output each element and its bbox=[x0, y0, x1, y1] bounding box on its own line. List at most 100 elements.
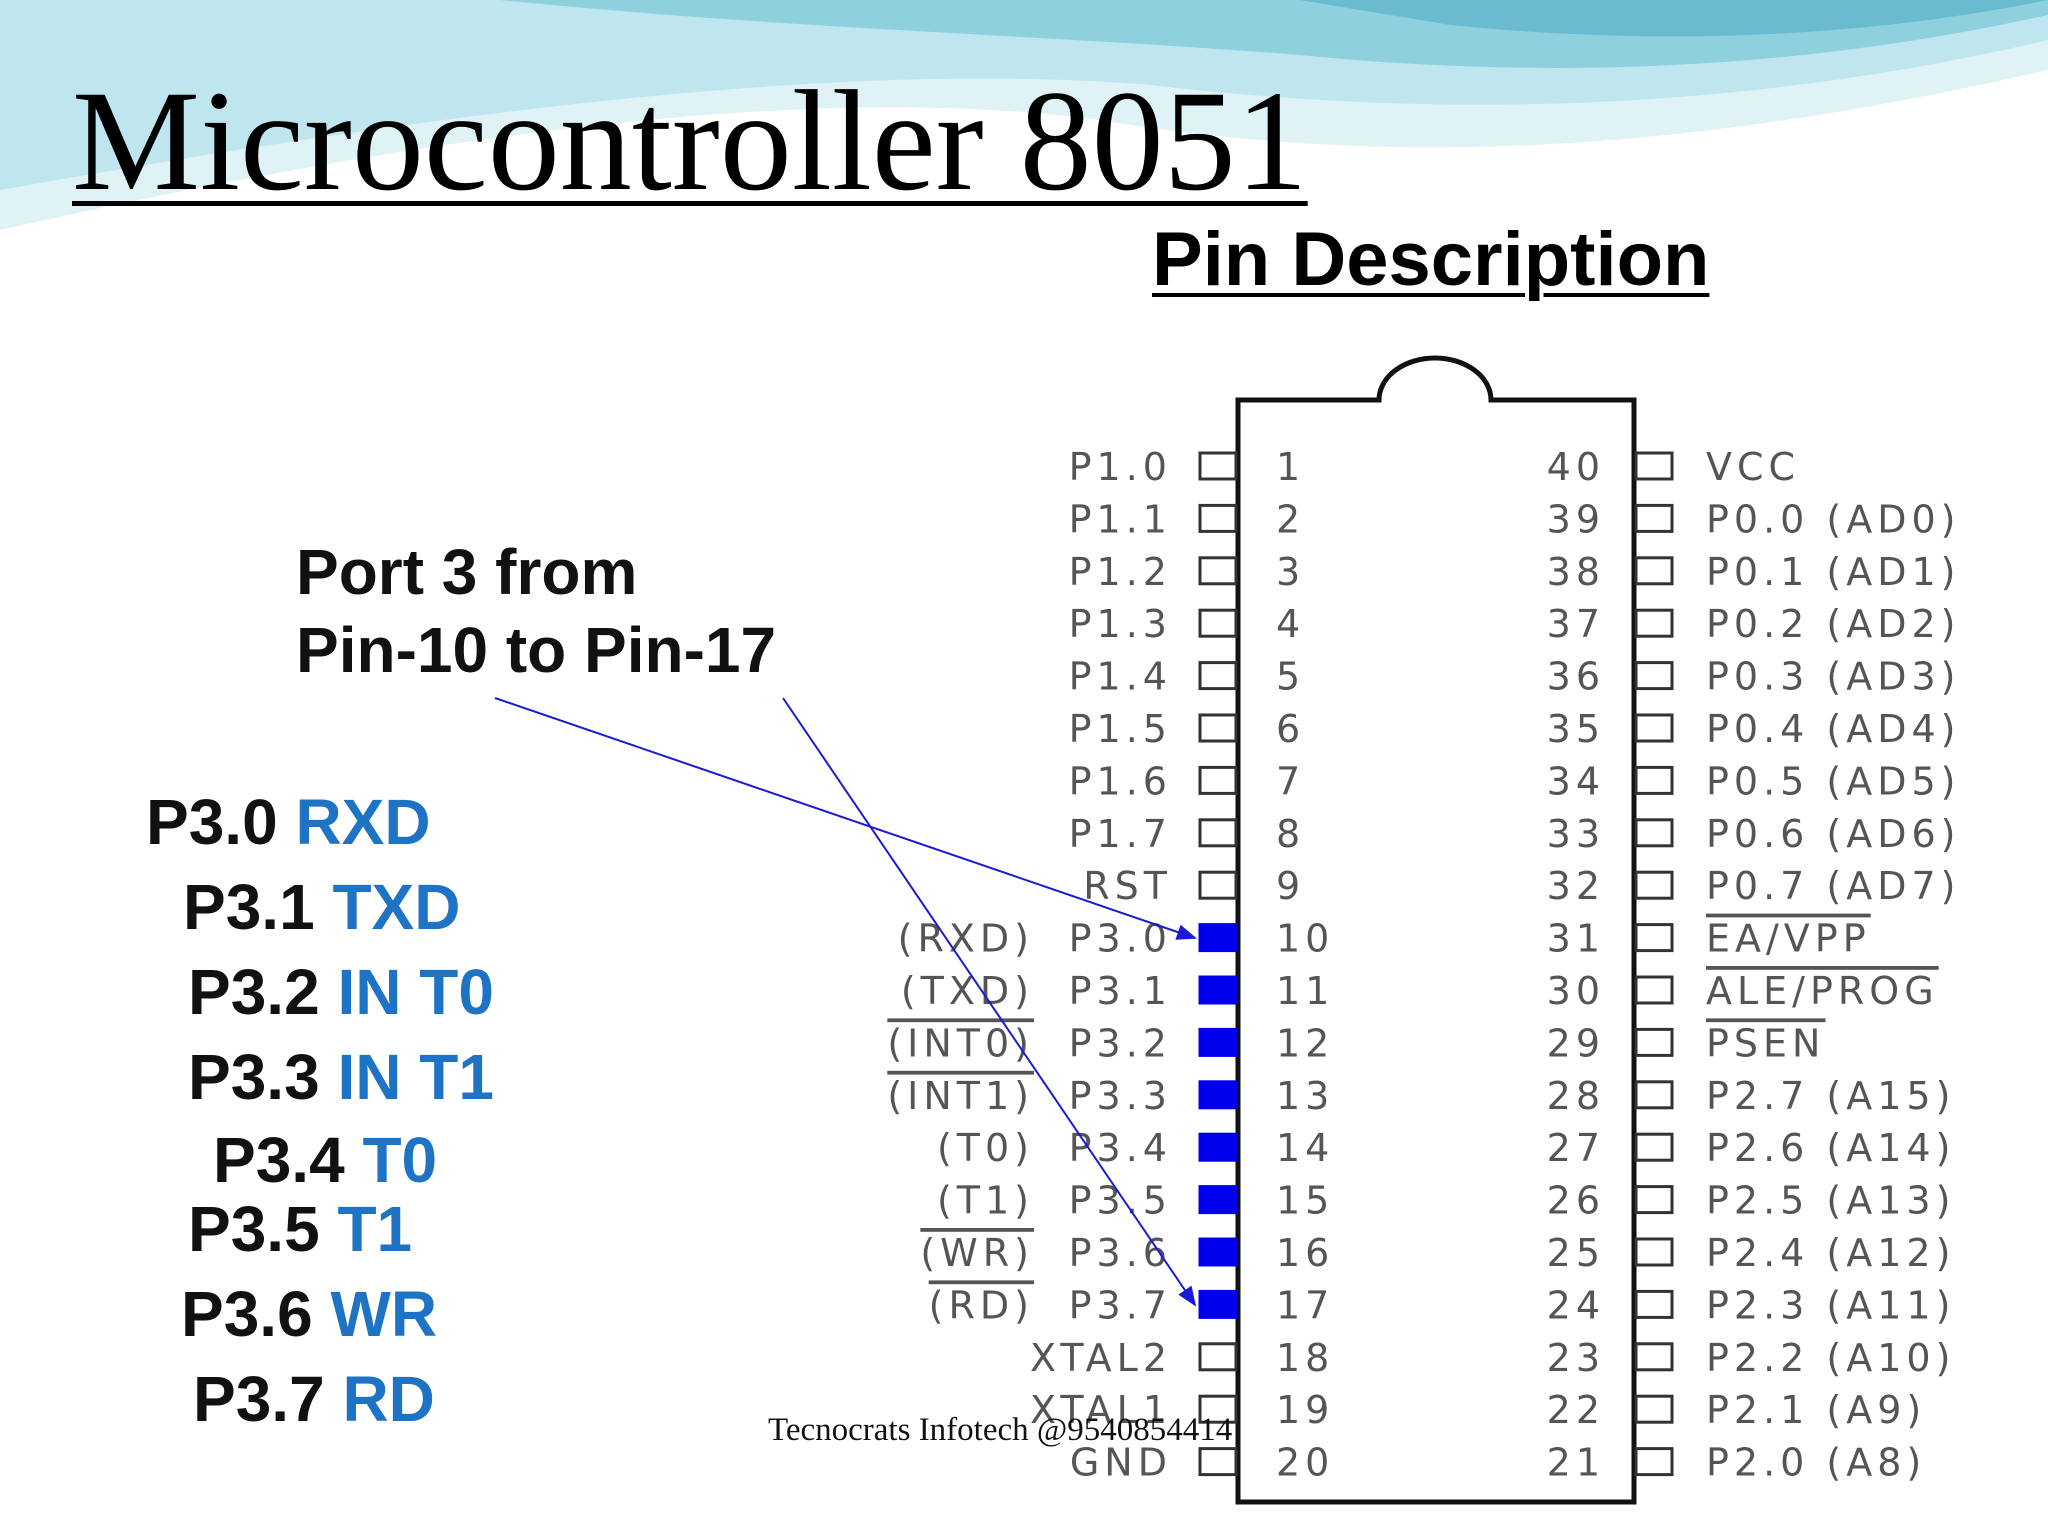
port3-pin: P3.5 bbox=[188, 1193, 320, 1265]
header-wave-decoration bbox=[0, 0, 2048, 230]
pin-15-label: P3.5 bbox=[1069, 1179, 1172, 1223]
pin-40-label: VCC bbox=[1706, 445, 1800, 489]
pin-16-box bbox=[1198, 1237, 1238, 1267]
port3-function: IN T1 bbox=[337, 1041, 494, 1113]
pin-19-label: XTAL1 bbox=[1030, 1388, 1172, 1432]
pin-20-label: GND bbox=[1070, 1441, 1172, 1485]
pin-9-number: 9 bbox=[1276, 864, 1305, 908]
pin-2-box bbox=[1198, 503, 1238, 533]
pin-21-label: P2.0 (A8) bbox=[1706, 1441, 1926, 1485]
port3-function: RXD bbox=[295, 786, 431, 858]
chip-body bbox=[1235, 355, 1637, 1505]
left-pin-group: 1P1.02P1.13P1.24P1.35P1.46P1.57P1.68P1.7… bbox=[887, 445, 1334, 1485]
pin-39-box bbox=[1634, 503, 1674, 533]
pin-40-number: 40 bbox=[1547, 445, 1605, 489]
pin-23-box bbox=[1634, 1342, 1674, 1372]
port3-pin: P3.4 bbox=[213, 1124, 345, 1196]
pin-6-label: P1.5 bbox=[1069, 707, 1172, 751]
pin-32-label: P0.7 (AD7) bbox=[1706, 864, 1961, 908]
pin-36-number: 36 bbox=[1547, 655, 1605, 699]
pin-4-number: 4 bbox=[1276, 602, 1305, 646]
pin-35-number: 35 bbox=[1547, 707, 1605, 751]
port3-function: TXD bbox=[332, 871, 461, 943]
callout-arrow-to-pin-10 bbox=[494, 697, 1197, 940]
pin-4-label: P1.3 bbox=[1069, 602, 1172, 646]
pin-17-number: 17 bbox=[1276, 1283, 1334, 1327]
pin-25-box bbox=[1634, 1237, 1674, 1267]
pin-27-label: P2.6 (A14) bbox=[1706, 1126, 1955, 1170]
pin-11-number: 11 bbox=[1276, 969, 1334, 1013]
pin-11-box bbox=[1198, 975, 1238, 1005]
pin-30-number: 30 bbox=[1547, 969, 1605, 1013]
pin-31-label: EA/VPP bbox=[1706, 917, 1871, 961]
pin-12-alt-function: (INT0) bbox=[887, 1021, 1034, 1065]
pin-5-box bbox=[1198, 661, 1238, 691]
port3-pin: P3.6 bbox=[181, 1278, 313, 1350]
pin-14-box bbox=[1198, 1132, 1238, 1162]
pin-21-number: 21 bbox=[1547, 1441, 1605, 1485]
pin-26-box bbox=[1634, 1185, 1674, 1215]
callout-line-1: Port 3 from bbox=[296, 536, 638, 608]
pin-34-number: 34 bbox=[1547, 759, 1605, 803]
pin-22-label: P2.1 (A9) bbox=[1706, 1388, 1926, 1432]
pin-36-label: P0.3 (AD3) bbox=[1706, 655, 1961, 699]
pin-23-label: P2.2 (A10) bbox=[1706, 1336, 1955, 1380]
pin-14-alt-function: (T0) bbox=[937, 1126, 1034, 1170]
pin-16-label: P3.6 bbox=[1069, 1231, 1172, 1275]
port3-item: P3.1 TXD bbox=[183, 875, 460, 939]
pin-3-box bbox=[1198, 556, 1238, 586]
pin-14-label: P3.4 bbox=[1069, 1126, 1172, 1170]
callout-arrow-to-pin-17 bbox=[782, 697, 1197, 1307]
pin-33-label: P0.6 (AD6) bbox=[1706, 812, 1961, 856]
pin-38-number: 38 bbox=[1547, 550, 1605, 594]
pin-13-number: 13 bbox=[1276, 1074, 1334, 1118]
pin-31-number: 31 bbox=[1547, 917, 1605, 961]
pin-7-box bbox=[1198, 765, 1238, 795]
pin-2-number: 2 bbox=[1276, 497, 1305, 541]
pin-1-box bbox=[1198, 451, 1238, 481]
pin-22-number: 22 bbox=[1547, 1388, 1605, 1432]
pin-28-box bbox=[1634, 1080, 1674, 1110]
port3-item: P3.5 T1 bbox=[188, 1197, 412, 1261]
pin-26-number: 26 bbox=[1547, 1179, 1605, 1223]
pin-10-box bbox=[1198, 923, 1238, 953]
pin-3-label: P1.2 bbox=[1069, 550, 1172, 594]
pin-37-label: P0.2 (AD2) bbox=[1706, 602, 1961, 646]
pin-14-number: 14 bbox=[1276, 1126, 1334, 1170]
pin-18-number: 18 bbox=[1276, 1336, 1334, 1380]
pin-27-number: 27 bbox=[1547, 1126, 1605, 1170]
pin-33-box bbox=[1634, 818, 1674, 848]
pin-1-number: 1 bbox=[1276, 445, 1305, 489]
pin-33-number: 33 bbox=[1547, 812, 1605, 856]
pin-38-label: P0.1 (AD1) bbox=[1706, 550, 1961, 594]
pin-11-alt-function: (TXD) bbox=[901, 969, 1034, 1013]
pin-12-box bbox=[1198, 1027, 1238, 1057]
port3-function: IN T0 bbox=[337, 956, 494, 1028]
pin-10-alt-function: (RXD) bbox=[898, 917, 1034, 961]
pin-2-label: P1.1 bbox=[1069, 497, 1172, 541]
pin-34-box bbox=[1634, 765, 1674, 795]
pin-20-box bbox=[1198, 1447, 1238, 1477]
pin-15-number: 15 bbox=[1276, 1179, 1334, 1223]
pin-8-number: 8 bbox=[1276, 812, 1305, 856]
pin-1-label: P1.0 bbox=[1069, 445, 1172, 489]
pin-22-box bbox=[1634, 1394, 1674, 1424]
port3-pin: P3.1 bbox=[183, 871, 315, 943]
port3-item: P3.2 IN T0 bbox=[188, 960, 494, 1024]
pin-39-number: 39 bbox=[1547, 497, 1605, 541]
port3-item: P3.4 T0 bbox=[213, 1128, 437, 1192]
pin-29-number: 29 bbox=[1547, 1021, 1605, 1065]
pin-16-alt-function: (WR) bbox=[920, 1231, 1034, 1275]
pin-36-box bbox=[1634, 661, 1674, 691]
pin-8-label: P1.7 bbox=[1069, 812, 1172, 856]
port3-item: P3.7 RD bbox=[193, 1367, 435, 1431]
pin-15-box bbox=[1198, 1185, 1238, 1215]
pin-19-number: 19 bbox=[1276, 1388, 1334, 1432]
pin-21-box bbox=[1634, 1447, 1674, 1477]
footer-credit: Tecnocrats Infotech @9540854414 bbox=[768, 1412, 1233, 1448]
pin-17-alt-function: (RD) bbox=[929, 1283, 1034, 1327]
pin-24-label: P2.3 (A11) bbox=[1706, 1283, 1955, 1327]
pin-3-number: 3 bbox=[1276, 550, 1305, 594]
